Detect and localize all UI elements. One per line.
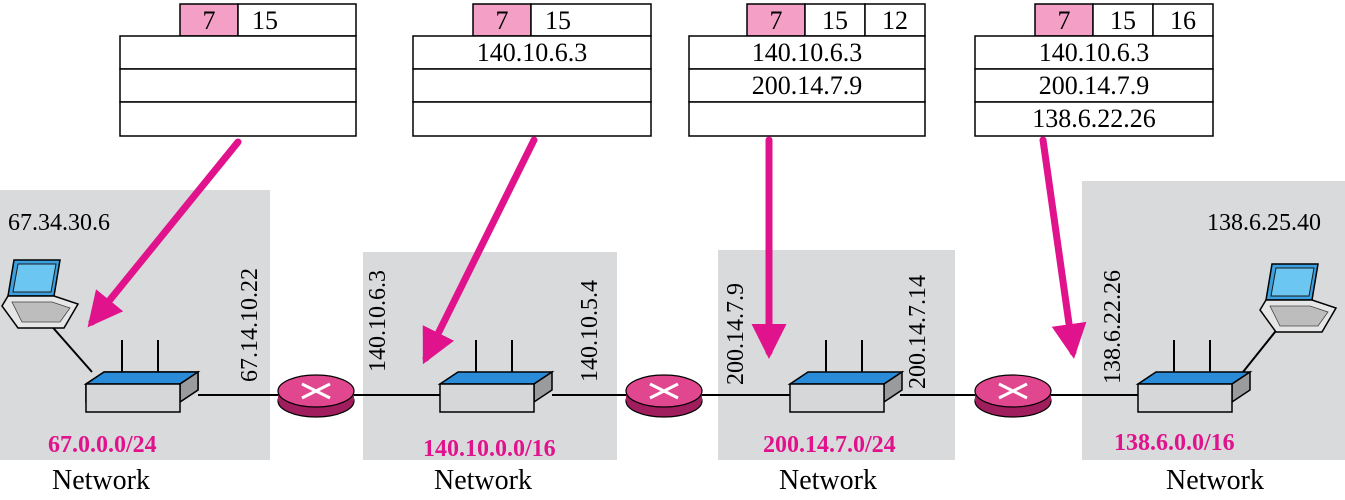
table-3-length-value: 15 xyxy=(822,6,848,35)
table-4-row-2: 200.14.7.9 xyxy=(1039,71,1150,100)
network-prefix-4: 138.6.0.0/16 xyxy=(1114,430,1235,456)
interface-ip-6: 138.6.22.26 xyxy=(1100,270,1126,384)
interface-ip-2: 140.10.6.3 xyxy=(365,270,391,372)
switch-icon xyxy=(787,340,905,413)
table-2-row-1: 140.10.6.3 xyxy=(477,38,588,67)
table-4-length-value: 15 xyxy=(1110,6,1136,35)
table-1-length-value: 15 xyxy=(252,6,278,35)
network-label-1: Network xyxy=(52,465,150,496)
table-4-extra-value: 16 xyxy=(1170,6,1196,35)
table-3-row-2: 200.14.7.9 xyxy=(752,71,863,100)
network-panel-2 xyxy=(363,252,617,460)
interface-ip-4: 200.14.7.9 xyxy=(723,283,749,385)
table-3-row-1: 140.10.6.3 xyxy=(752,38,863,67)
table-4-pointer-value: 7 xyxy=(1058,6,1071,35)
router-icon xyxy=(277,374,355,418)
record-route-table-2 xyxy=(412,3,652,137)
router-icon xyxy=(974,374,1052,418)
laptop-icon xyxy=(1,259,80,329)
record-route-table-1 xyxy=(119,3,357,137)
table-2-length-value: 15 xyxy=(545,6,571,35)
left-host-ip: 67.34.30.6 xyxy=(8,210,110,236)
record-route-table-4 xyxy=(974,3,1214,137)
network-prefix-1: 67.0.0.0/24 xyxy=(48,432,157,458)
network-label-2: Network xyxy=(434,465,532,496)
arrow-table-4 xyxy=(1039,136,1087,359)
interface-ip-3: 140.10.5.4 xyxy=(577,280,603,382)
switch-icon xyxy=(1135,340,1253,413)
arrow-table-2 xyxy=(422,136,538,365)
interface-ip-5: 200.14.7.14 xyxy=(905,275,931,389)
network-prefix-3: 200.14.7.0/24 xyxy=(763,432,896,458)
table-4-row-3: 138.6.22.26 xyxy=(1032,104,1156,133)
interface-ip-1: 67.14.10.22 xyxy=(237,268,263,382)
arrow-table-1 xyxy=(87,138,242,328)
network-label-4: Network xyxy=(1166,465,1264,496)
switch-icon xyxy=(83,340,201,413)
router-icon xyxy=(625,374,703,418)
table-2-pointer-value: 7 xyxy=(496,6,509,35)
network-prefix-2: 140.10.0.0/16 xyxy=(423,436,556,462)
network-label-3: Network xyxy=(779,465,877,496)
table-4-row-1: 140.10.6.3 xyxy=(1039,38,1150,67)
laptop-icon xyxy=(1259,263,1338,333)
table-3-pointer-value: 7 xyxy=(770,6,783,35)
right-host-ip: 138.6.25.40 xyxy=(1207,210,1321,236)
switch-icon xyxy=(437,340,555,413)
table-3-extra-value: 12 xyxy=(882,6,908,35)
table-1-pointer-value: 7 xyxy=(203,6,216,35)
record-route-table-3 xyxy=(688,3,926,137)
